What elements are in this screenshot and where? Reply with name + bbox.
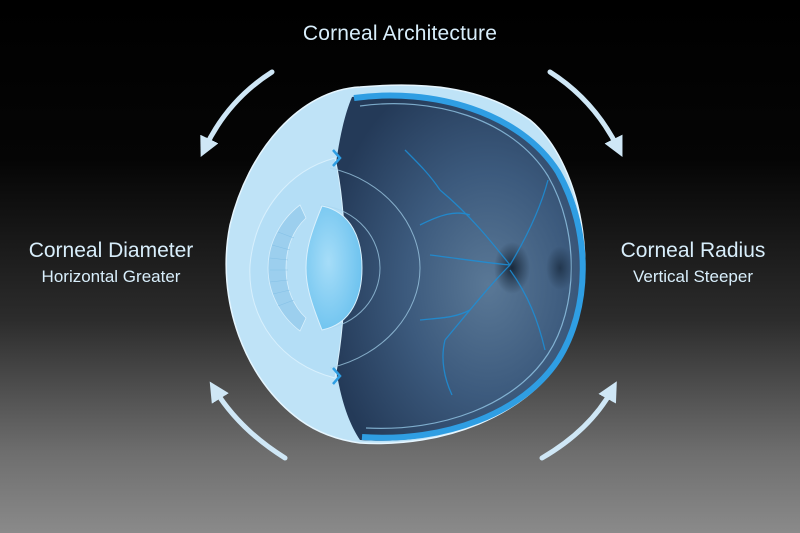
arrow-bottom-right [539,381,617,461]
arrow-top-right [547,69,623,157]
corneal-radius-subtitle: Vertical Steeper [632,267,753,286]
diagram-title: Corneal Architecture [302,22,498,45]
optic-disc [494,242,530,294]
arrow-bottom-left [209,381,288,461]
sclera-ring [353,92,586,441]
iris-fibers [269,231,295,307]
corneal-radius-label: Corneal Radius Vertical Steeper [598,239,788,287]
corneal-diameter-label: Corneal Diameter Horizontal Greater [14,239,208,287]
globe-interior [330,94,586,441]
lens [305,205,363,331]
arrow-top-left [200,69,275,158]
iris [267,204,307,332]
corneal-diameter-subtitle: Horizontal Greater [41,267,181,286]
corneal-diameter-title: Corneal Diameter [28,239,194,262]
corneal-radius-title: Corneal Radius [620,239,766,262]
retinal-vessels [404,149,549,396]
